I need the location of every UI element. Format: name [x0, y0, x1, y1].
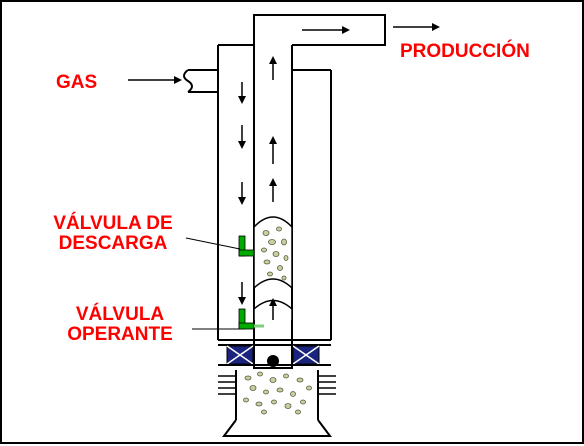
- operating-valve-label: VÁLVULA OPERANTE: [45, 305, 195, 345]
- production-label: PRODUCCIÓN: [400, 41, 530, 62]
- discharge-valve-label: VÁLVULA DE DESCARGA: [27, 214, 199, 254]
- discharge-valve-label-line-2: DESCARGA: [58, 233, 168, 254]
- operating-valve: [238, 308, 264, 330]
- reservoir-bubbles: [243, 371, 312, 415]
- discharge-valve: [238, 235, 255, 257]
- packer: [218, 339, 331, 366]
- discharge-valve-leader: [185, 237, 241, 250]
- standing-valve-ball: [267, 355, 279, 367]
- discharge-valve-label-line-1: VÁLVULA DE: [53, 213, 173, 234]
- standing-valve-seat: [253, 342, 293, 369]
- production-outlet-pipe: [253, 14, 386, 46]
- bottom-perforations: [218, 370, 336, 437]
- gas-inlet-pipe: [183, 69, 218, 93]
- upper-slug-bubbles: [261, 226, 289, 281]
- gas-label: GAS: [56, 72, 98, 93]
- operating-valve-label-line-1: VÁLVULA: [75, 304, 165, 325]
- operating-valve-label-line-2: OPERANTE: [67, 324, 173, 345]
